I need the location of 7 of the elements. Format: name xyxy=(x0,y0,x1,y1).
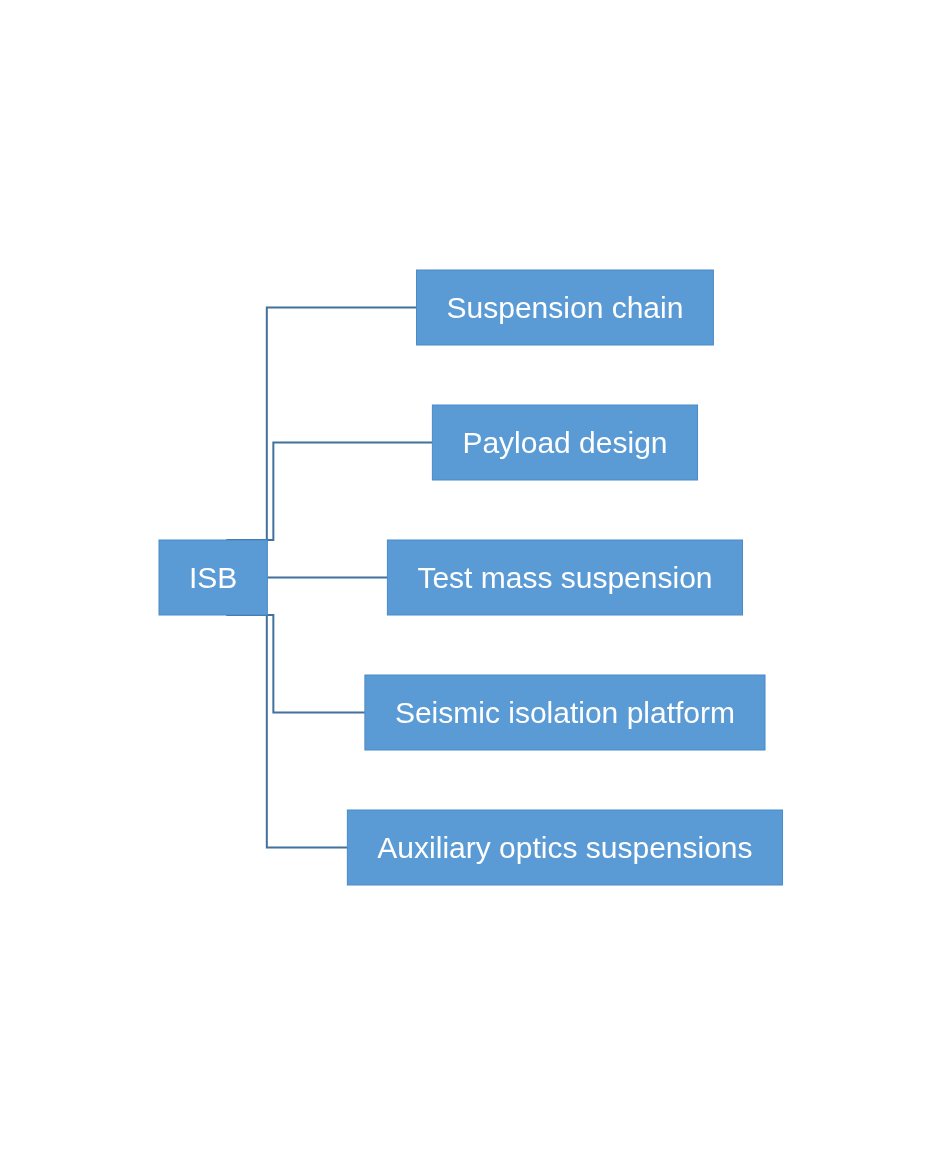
node-box: Auxiliary optics suspensions xyxy=(346,809,783,885)
connector xyxy=(266,576,389,578)
node-box: Payload design xyxy=(431,404,698,480)
node-box: Test mass suspension xyxy=(386,539,743,615)
node-box: Suspension chain xyxy=(415,269,714,345)
node-box: ISB xyxy=(158,539,268,615)
node-box: Seismic isolation platform xyxy=(364,674,766,750)
